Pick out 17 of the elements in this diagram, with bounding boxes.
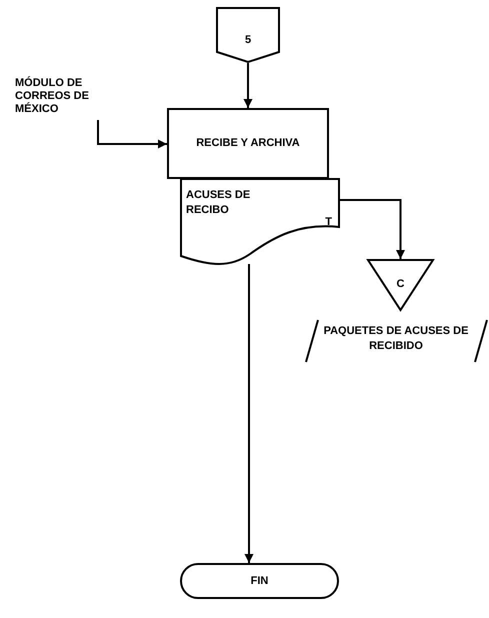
- terminal-label: FIN: [250, 574, 268, 589]
- arrow: [340, 199, 405, 259]
- process-label: RECIBE Y ARCHIVA: [196, 136, 300, 152]
- arrow: [244, 63, 252, 108]
- archive-triangle: [367, 259, 434, 311]
- source-label: MÓDULO DE CORREOS DE MÉXICO: [15, 77, 105, 120]
- document-mark: T: [325, 216, 332, 228]
- connector-number: 5: [244, 34, 252, 46]
- terminal-shape: [180, 563, 339, 599]
- archive-caption: PAQUETES DE ACUSES DE RECIBIDO: [324, 325, 468, 352]
- arrow: [97, 120, 167, 148]
- document-shape: [180, 178, 340, 268]
- process-box: [167, 108, 329, 179]
- arrow: [244, 264, 254, 563]
- archive-letter: C: [396, 278, 404, 290]
- document-label: ACUSES DE RECIBO: [186, 189, 250, 216]
- off-page-connector: [216, 7, 280, 63]
